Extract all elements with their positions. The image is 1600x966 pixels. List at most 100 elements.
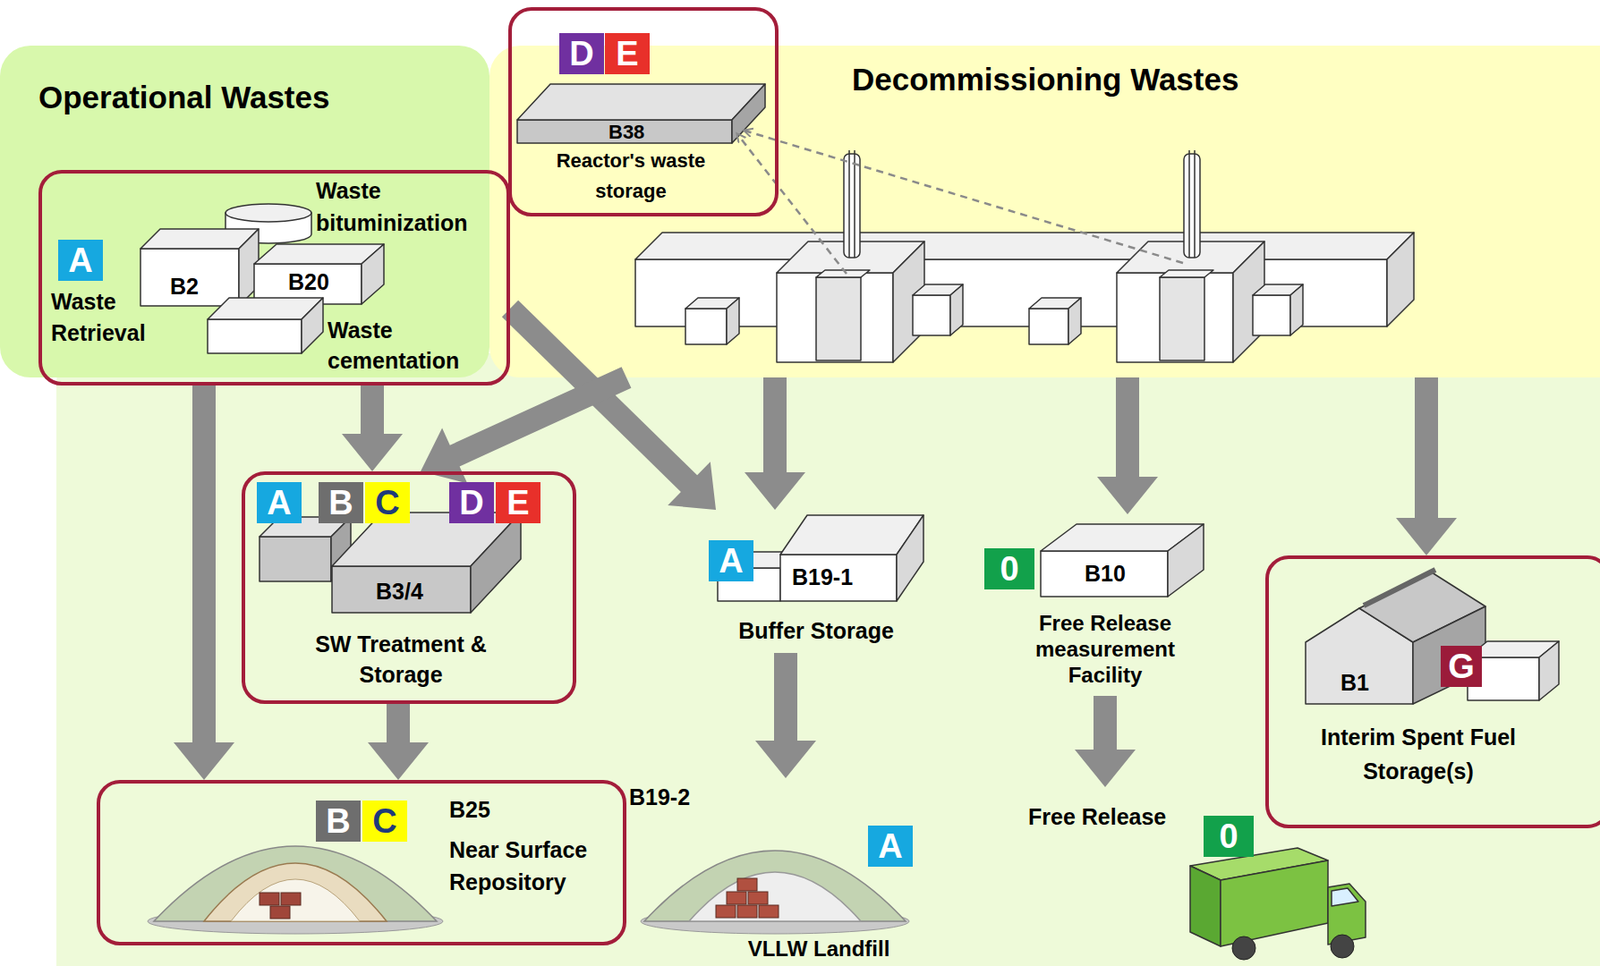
waste-class-badge: 0 — [1203, 816, 1254, 858]
building-label: B1 — [1340, 669, 1370, 697]
text-slot: D — [559, 33, 605, 75]
reactor-complex-part — [1159, 277, 1205, 361]
flow-arrow — [502, 300, 716, 511]
facility-label: Free Release — [1028, 803, 1166, 831]
repository-mound-part — [230, 879, 360, 922]
truck-part — [1232, 936, 1256, 961]
text-slot: B19-2 — [629, 783, 690, 811]
region-title: Decommissioning Wastes — [851, 60, 1239, 99]
text-slot: B — [315, 800, 361, 843]
facility-label: Waste Retrieval — [51, 286, 172, 349]
landfill-mound-part — [737, 905, 758, 919]
text-slot: Free Release measurement Facility — [1011, 610, 1200, 689]
building-label: B2 — [170, 272, 199, 300]
reactor-complex-part — [1116, 272, 1234, 363]
text-slot: Waste bituminization — [315, 174, 500, 239]
reactor-complex-part — [1189, 150, 1195, 258]
storage-slab-part — [517, 84, 766, 120]
reactor-complex-part — [1183, 153, 1200, 258]
flow-arrow — [755, 653, 817, 779]
flow-arrow — [1395, 377, 1457, 556]
reactor-complex-part — [635, 232, 1414, 260]
measurement-building-part — [1167, 524, 1204, 597]
flow-arrow — [744, 377, 806, 511]
waste-building-part — [140, 248, 239, 307]
waste-class-badge: B — [315, 800, 361, 843]
facility-label: VLLW Landfill — [742, 936, 895, 962]
truck-part — [1331, 888, 1359, 907]
flow-arrow — [1074, 696, 1136, 788]
facility-node: Free Release 0 — [1020, 787, 1374, 965]
facility-node: B19-2A VLLW Landfill — [626, 778, 931, 966]
landfill-mound-part — [689, 872, 861, 922]
waste-class-badge: 0 — [984, 548, 1035, 590]
reactor-complex-part — [685, 308, 727, 345]
text-slot: B25 — [449, 796, 491, 824]
facility-label: Reactor's waste storage — [536, 145, 725, 207]
text-slot: A — [58, 239, 103, 281]
waste-class-badge: D — [559, 33, 605, 75]
text-slot: D — [449, 482, 494, 524]
text-slot: Waste cementation — [327, 314, 489, 376]
waste-class-badge: E — [495, 482, 541, 524]
reactor-complex-part — [1159, 270, 1214, 278]
landfill-mound-part — [748, 892, 768, 905]
text-slot: B20 — [288, 268, 330, 296]
repository-mound-part — [153, 846, 437, 922]
reactor-complex-part — [1252, 295, 1291, 336]
reactor-complex-part — [912, 295, 951, 336]
treatment-building-part — [331, 566, 471, 613]
reactor-complex-part — [737, 134, 847, 274]
measurement-building-part — [1040, 551, 1168, 597]
repository-mound-part — [280, 893, 301, 906]
flow-arrow — [173, 385, 235, 781]
text-slot: A — [708, 540, 754, 582]
text-slot: B1 — [1340, 669, 1370, 697]
text-slot: Interim Spent Fuel Storage(s) — [1275, 720, 1562, 789]
flow-arrow — [1097, 377, 1158, 515]
facility-label: Buffer Storage — [726, 617, 906, 645]
text-slot: B3/4 — [375, 578, 424, 605]
spent-fuel-building — [1305, 570, 1559, 705]
treatment-building — [259, 512, 521, 613]
facility-label: Free Release measurement Facility — [1011, 610, 1200, 689]
treatment-building-part — [259, 536, 332, 582]
text-slot: Reactor's waste storage — [536, 145, 725, 207]
text-slot: 0 — [984, 548, 1035, 590]
reactor-complex-part — [950, 284, 963, 336]
text-slot: A — [868, 825, 913, 868]
text-slot: 0 — [1203, 816, 1254, 858]
facility-label: Waste bituminization — [315, 174, 500, 239]
building-label: B38 — [608, 120, 645, 145]
facility-group-box: DE B38Reactor's waste storage — [508, 7, 779, 217]
text-slot: G — [1440, 646, 1482, 688]
repository-mound-part — [259, 893, 280, 906]
text-slot: Waste Retrieval — [51, 286, 172, 349]
text-slot: E — [604, 33, 650, 75]
ground-part — [489, 45, 1600, 378]
flow-arrow — [367, 704, 429, 781]
facility-group-box: ABCDEB3/4SW Treatment & Storage — [241, 471, 577, 705]
waste-class-badge: G — [1440, 646, 1482, 688]
facility-label: Interim Spent Fuel Storage(s) — [1275, 720, 1562, 789]
landfill-mound-part — [758, 905, 779, 919]
text-slot: Near Surface Repository — [449, 834, 620, 899]
truck-part — [1330, 935, 1354, 959]
truck — [1190, 848, 1366, 961]
waste-class-badge: A — [708, 540, 754, 582]
building-label: B3/4 — [375, 578, 424, 605]
facility-group-box: B1 G Interim Spent Fuel Storage(s) — [1265, 555, 1600, 829]
truck-part — [1220, 860, 1328, 947]
waste-region: Operational WastesWaste bituminizationAB… — [0, 45, 490, 378]
reactor-complex — [635, 130, 1414, 363]
waste-building-part — [301, 297, 324, 354]
treatment-building-part — [470, 512, 521, 613]
waste-class-badge: C — [362, 800, 408, 843]
landfill-mound-part — [644, 851, 906, 922]
waste-building-part — [361, 244, 384, 305]
ground — [0, 45, 1600, 966]
landfill-mound-part — [737, 878, 758, 892]
